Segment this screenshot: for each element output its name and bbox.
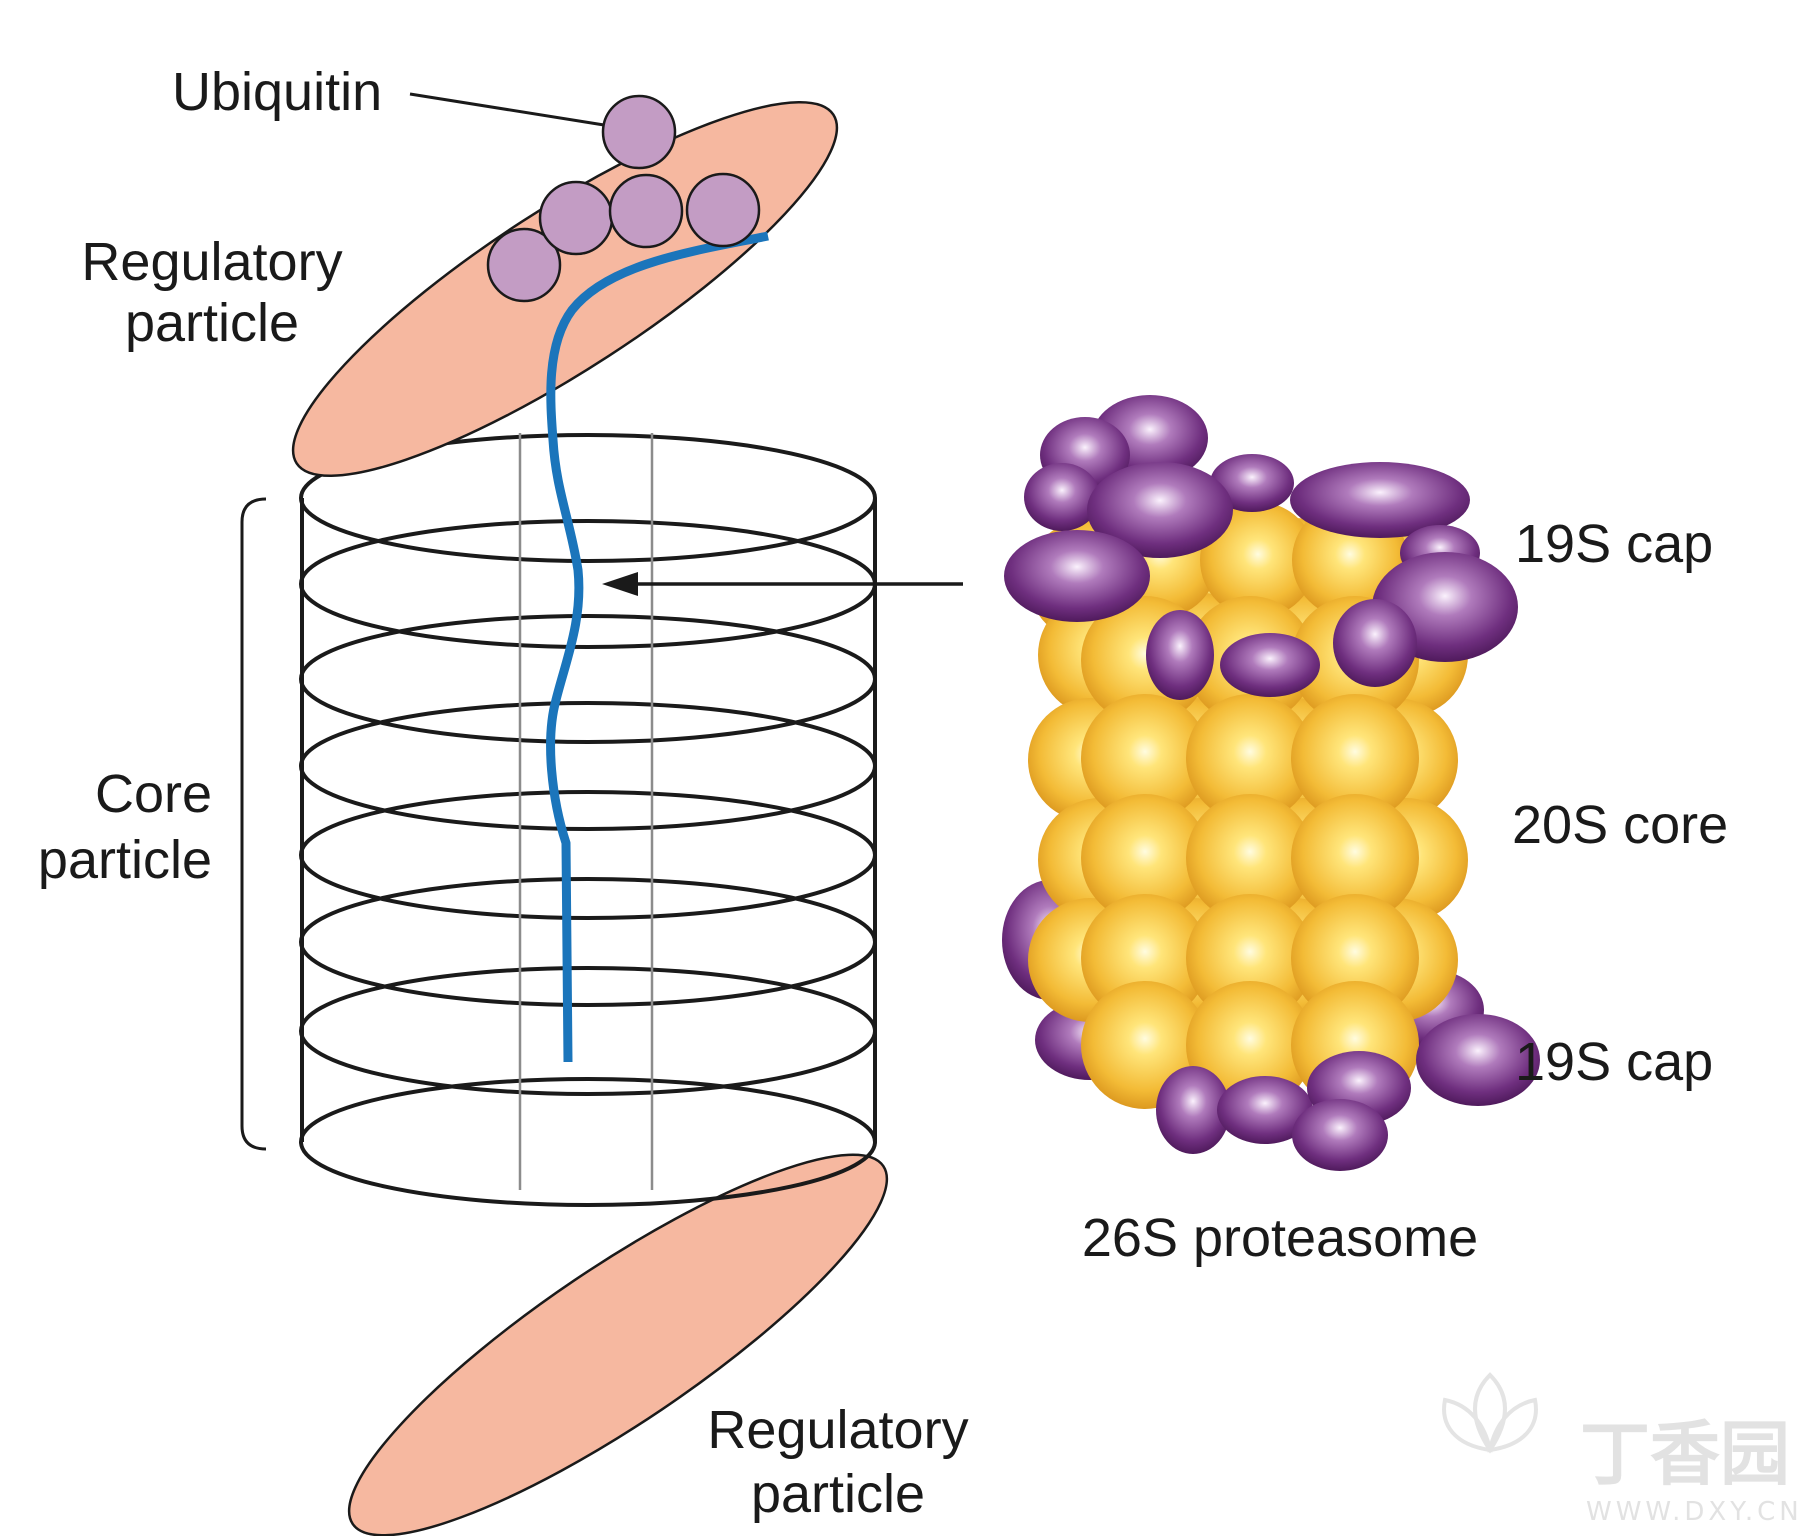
ubiquitin-chain [486, 94, 761, 303]
core-sphere-front [1186, 794, 1314, 922]
ubiquitin-leader-line [409, 92, 605, 127]
core-particle-cylinder [299, 433, 877, 1207]
core-sphere-top [1200, 502, 1316, 618]
core-sphere-front [1081, 794, 1209, 922]
label-19s-cap-top: 19S cap [1515, 514, 1713, 574]
core-sphere-front [1186, 694, 1314, 822]
proteasome-3d-model [1002, 395, 1540, 1171]
label-26s-proteasome: 26S proteasome [1082, 1208, 1478, 1268]
top-cap-front [1004, 462, 1518, 700]
regulatory-particle-bottom [347, 1153, 889, 1536]
label-ubiquitin: Ubiquitin [172, 62, 382, 122]
core-sphere-front [1291, 694, 1419, 822]
label-20s-core: 20S core [1512, 795, 1728, 855]
watermark-logo-icon [1442, 1372, 1538, 1454]
label-regulatory-top-line2: particle [125, 293, 299, 353]
watermark-url: WWW.DXY.CN [1586, 1497, 1797, 1527]
core-sphere-front [1186, 981, 1314, 1109]
label-regulatory-bottom-line2: particle [751, 1464, 925, 1524]
bottom-cap-front [1156, 1014, 1540, 1171]
label-core-line2: particle [38, 830, 212, 890]
watermark: 丁香园 WWW.DXY.CN [1442, 1372, 1797, 1527]
label-19s-cap-bottom: 19S cap [1515, 1032, 1713, 1092]
label-regulatory-top-line1: Regulatory [81, 232, 342, 292]
core-bracket [240, 497, 267, 1151]
pointer-arrow [602, 572, 963, 596]
core-sphere-front [1291, 794, 1419, 922]
core-sphere-front [1081, 694, 1209, 822]
core-channel-lines [518, 433, 654, 1190]
label-core-line1: Core [95, 764, 212, 824]
polypeptide-chain [546, 231, 769, 1063]
label-regulatory-bottom-line1: Regulatory [707, 1400, 968, 1460]
watermark-text: 丁香园 [1580, 1413, 1790, 1495]
